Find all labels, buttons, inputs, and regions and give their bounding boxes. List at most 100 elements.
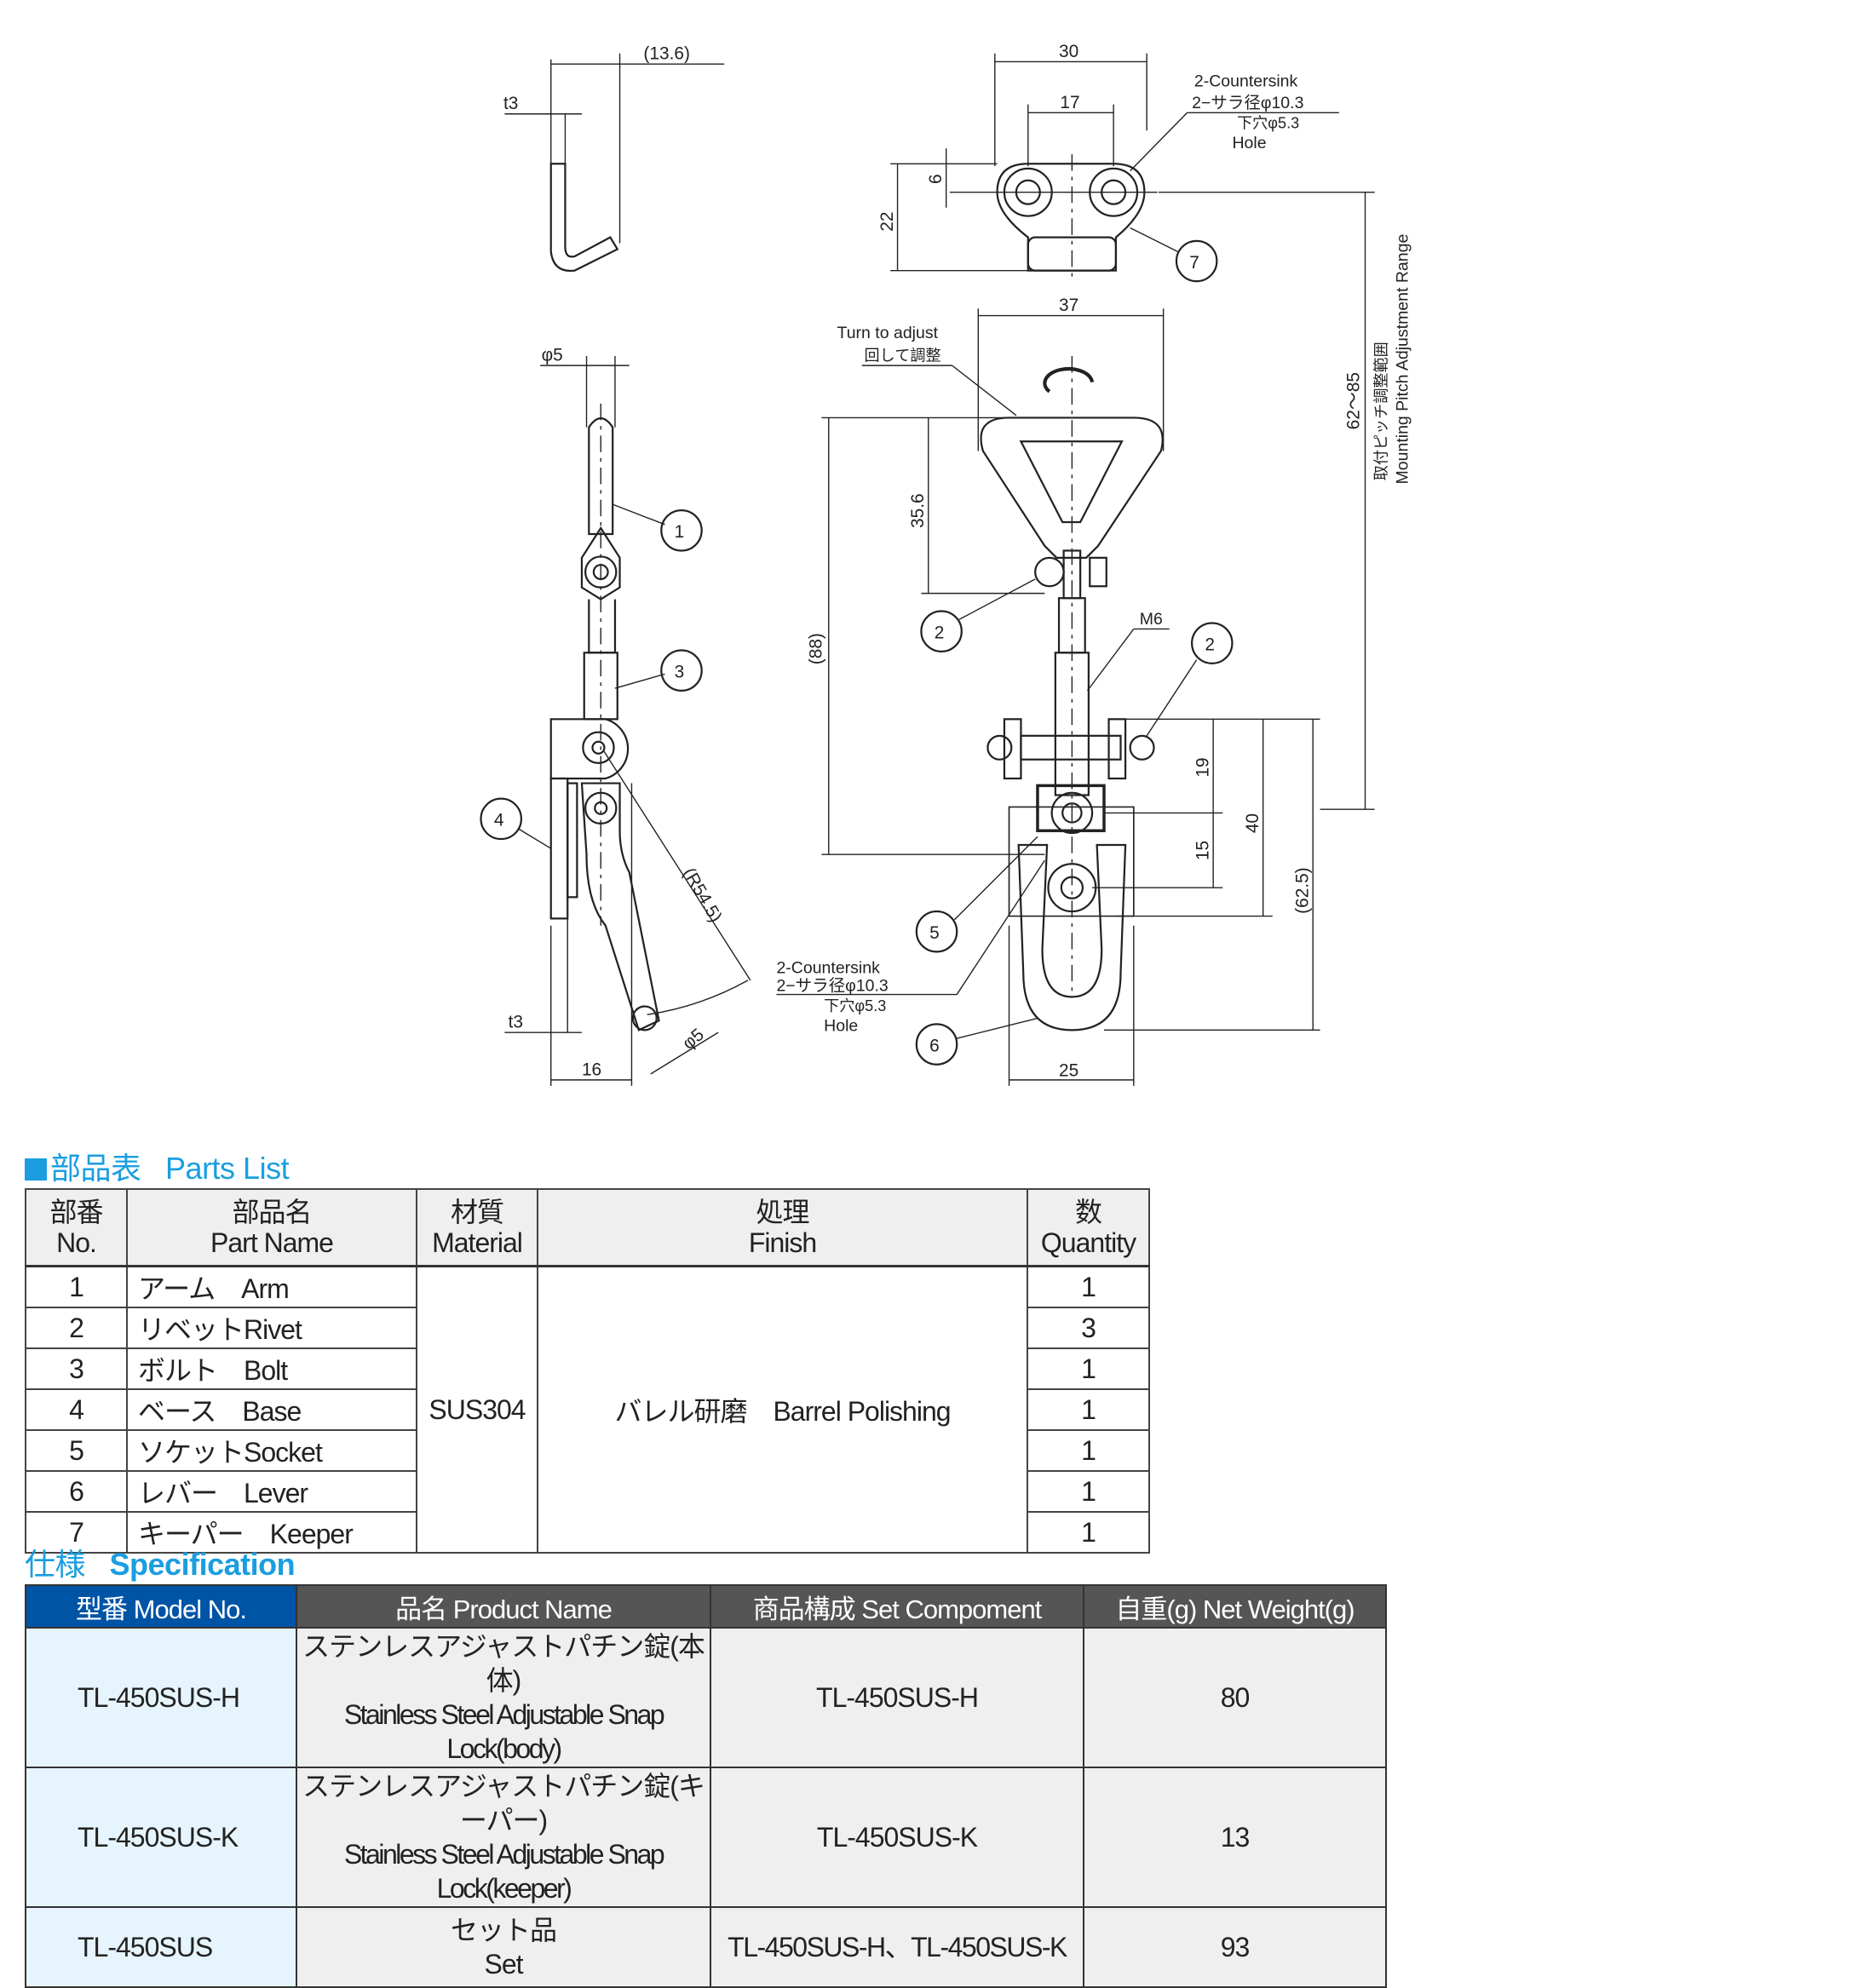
header-product-name: 品名 Product Name xyxy=(296,1584,711,1629)
range-label-en: Mounting Pitch Adjustment Range xyxy=(1394,234,1412,485)
dim-62-5: (62.5) xyxy=(1293,867,1313,914)
callout-2a: 2 xyxy=(935,623,945,643)
net-weight: 93 xyxy=(1083,1906,1387,1988)
keeper-hole-jp: 下穴φ5.3 xyxy=(1237,114,1299,131)
header-set-component: 商品構成 Set Compoment xyxy=(710,1584,1084,1629)
specification-title-jp: 仕様 xyxy=(25,1547,86,1582)
dim-25: 25 xyxy=(1059,1061,1078,1081)
part-qty: 1 xyxy=(1027,1347,1150,1390)
parts-list-title: 部品表 Parts List xyxy=(25,1144,290,1188)
specification-table: 型番 Model No. 品名 Product Name 商品構成 Set Co… xyxy=(25,1584,1387,1988)
set-component: TL-450SUS-H xyxy=(710,1627,1084,1768)
dim-40: 40 xyxy=(1243,813,1262,833)
part-no: 4 xyxy=(25,1388,128,1431)
dim-35-6: 35.6 xyxy=(908,493,928,528)
parts-list-title-en: Parts List xyxy=(165,1151,290,1186)
lever-countersink-jp: 2−サラ径φ10.3 xyxy=(776,976,888,995)
square-bullet-icon xyxy=(25,1158,47,1181)
table-header-row: 型番 Model No. 品名 Product Name 商品構成 Set Co… xyxy=(25,1584,1387,1629)
keeper-countersink-label: 2-Countersink xyxy=(1194,72,1298,91)
callout-2b: 2 xyxy=(1205,635,1215,655)
part-qty: 1 xyxy=(1027,1388,1150,1431)
dim-phi5-top: φ5 xyxy=(542,346,563,365)
material-cell: SUS304 xyxy=(416,1265,538,1554)
dim-phi5-bottom: φ5 xyxy=(679,1025,708,1054)
part-qty: 1 xyxy=(1027,1265,1150,1308)
dim-88: (88) xyxy=(806,633,825,664)
table-row: 1 アーム Arm SUS304 バレル研磨 Barrel Polishing … xyxy=(25,1265,1150,1554)
part-no: 3 xyxy=(25,1347,128,1390)
part-no: 7 xyxy=(25,1511,128,1554)
part-name: ソケットSocket xyxy=(126,1429,417,1472)
dim-17: 17 xyxy=(1060,93,1079,112)
part-no: 6 xyxy=(25,1470,128,1513)
dim-t3-top: t3 xyxy=(503,94,518,113)
range-label-jp: 取付ピッチ調整範囲 xyxy=(1373,342,1390,480)
m6-label: M6 xyxy=(1140,610,1163,629)
callout-1: 1 xyxy=(675,522,685,542)
part-name: キーパー Keeper xyxy=(126,1511,417,1554)
callout-4: 4 xyxy=(494,811,504,830)
turn-label-jp: 回して調整 xyxy=(865,348,941,365)
part-name: ボルト Bolt xyxy=(126,1347,417,1390)
product-name: ステンレスアジャストパチン錠(キーパー)Stainless Steel Adju… xyxy=(296,1767,711,1908)
part-qty: 3 xyxy=(1027,1307,1150,1349)
part-name: リベットRivet xyxy=(126,1307,417,1349)
lever-hole-jp: 下穴φ5.3 xyxy=(824,997,886,1014)
dim-62-85: 62〜85 xyxy=(1344,372,1364,429)
part-no: 1 xyxy=(25,1265,128,1308)
part-qty: 1 xyxy=(1027,1470,1150,1513)
lever-countersink-label: 2-Countersink xyxy=(776,958,880,977)
model-no: TL-450SUS xyxy=(25,1906,297,1988)
callout-3: 3 xyxy=(675,663,685,682)
dim-19: 19 xyxy=(1193,757,1213,777)
dim-15: 15 xyxy=(1193,841,1213,860)
specification-title-en: Specification xyxy=(109,1547,296,1582)
lever-hole-label: Hole xyxy=(824,1017,858,1036)
dim-t3-bottom: t3 xyxy=(509,1013,523,1032)
parts-list-title-jp: 部品表 xyxy=(50,1151,141,1186)
callout-5: 5 xyxy=(929,923,940,943)
net-weight: 80 xyxy=(1083,1627,1387,1768)
dim-r54-5: (R54.5) xyxy=(679,865,726,926)
part-name: ベース Base xyxy=(126,1388,417,1431)
keeper-countersink-jp: 2−サラ径φ10.3 xyxy=(1192,94,1303,112)
specification-title: 仕様 Specification xyxy=(25,1540,296,1584)
product-name: ステンレスアジャストパチン錠(本体)Stainless Steel Adjust… xyxy=(296,1627,711,1768)
dim-13-6: (13.6) xyxy=(643,44,690,64)
hook-profile xyxy=(549,163,619,273)
part-qty: 1 xyxy=(1027,1429,1150,1472)
dim-22: 22 xyxy=(877,211,897,231)
keeper-hole-label: Hole xyxy=(1232,134,1266,152)
part-name: レバー Lever xyxy=(126,1470,417,1513)
table-row: TL-450SUS-H ステンレスアジャストパチン錠(本体)Stainless … xyxy=(25,1627,1387,1768)
set-component: TL-450SUS-K xyxy=(710,1767,1084,1908)
callout-6: 6 xyxy=(929,1036,940,1055)
table-row: TL-450SUS-K ステンレスアジャストパチン錠(キーパー)Stainles… xyxy=(25,1767,1387,1908)
header-net-weight: 自重(g) Net Weight(g) xyxy=(1083,1584,1387,1629)
turn-label-en: Turn to adjust xyxy=(837,324,939,342)
part-qty: 1 xyxy=(1027,1511,1150,1554)
callout-7: 7 xyxy=(1189,253,1199,273)
dim-37: 37 xyxy=(1059,296,1078,315)
dim-30: 30 xyxy=(1059,42,1078,61)
model-no: TL-450SUS-H xyxy=(25,1627,297,1768)
dim-6: 6 xyxy=(926,174,946,184)
part-name: アーム Arm xyxy=(126,1265,417,1308)
dim-16: 16 xyxy=(582,1060,601,1079)
